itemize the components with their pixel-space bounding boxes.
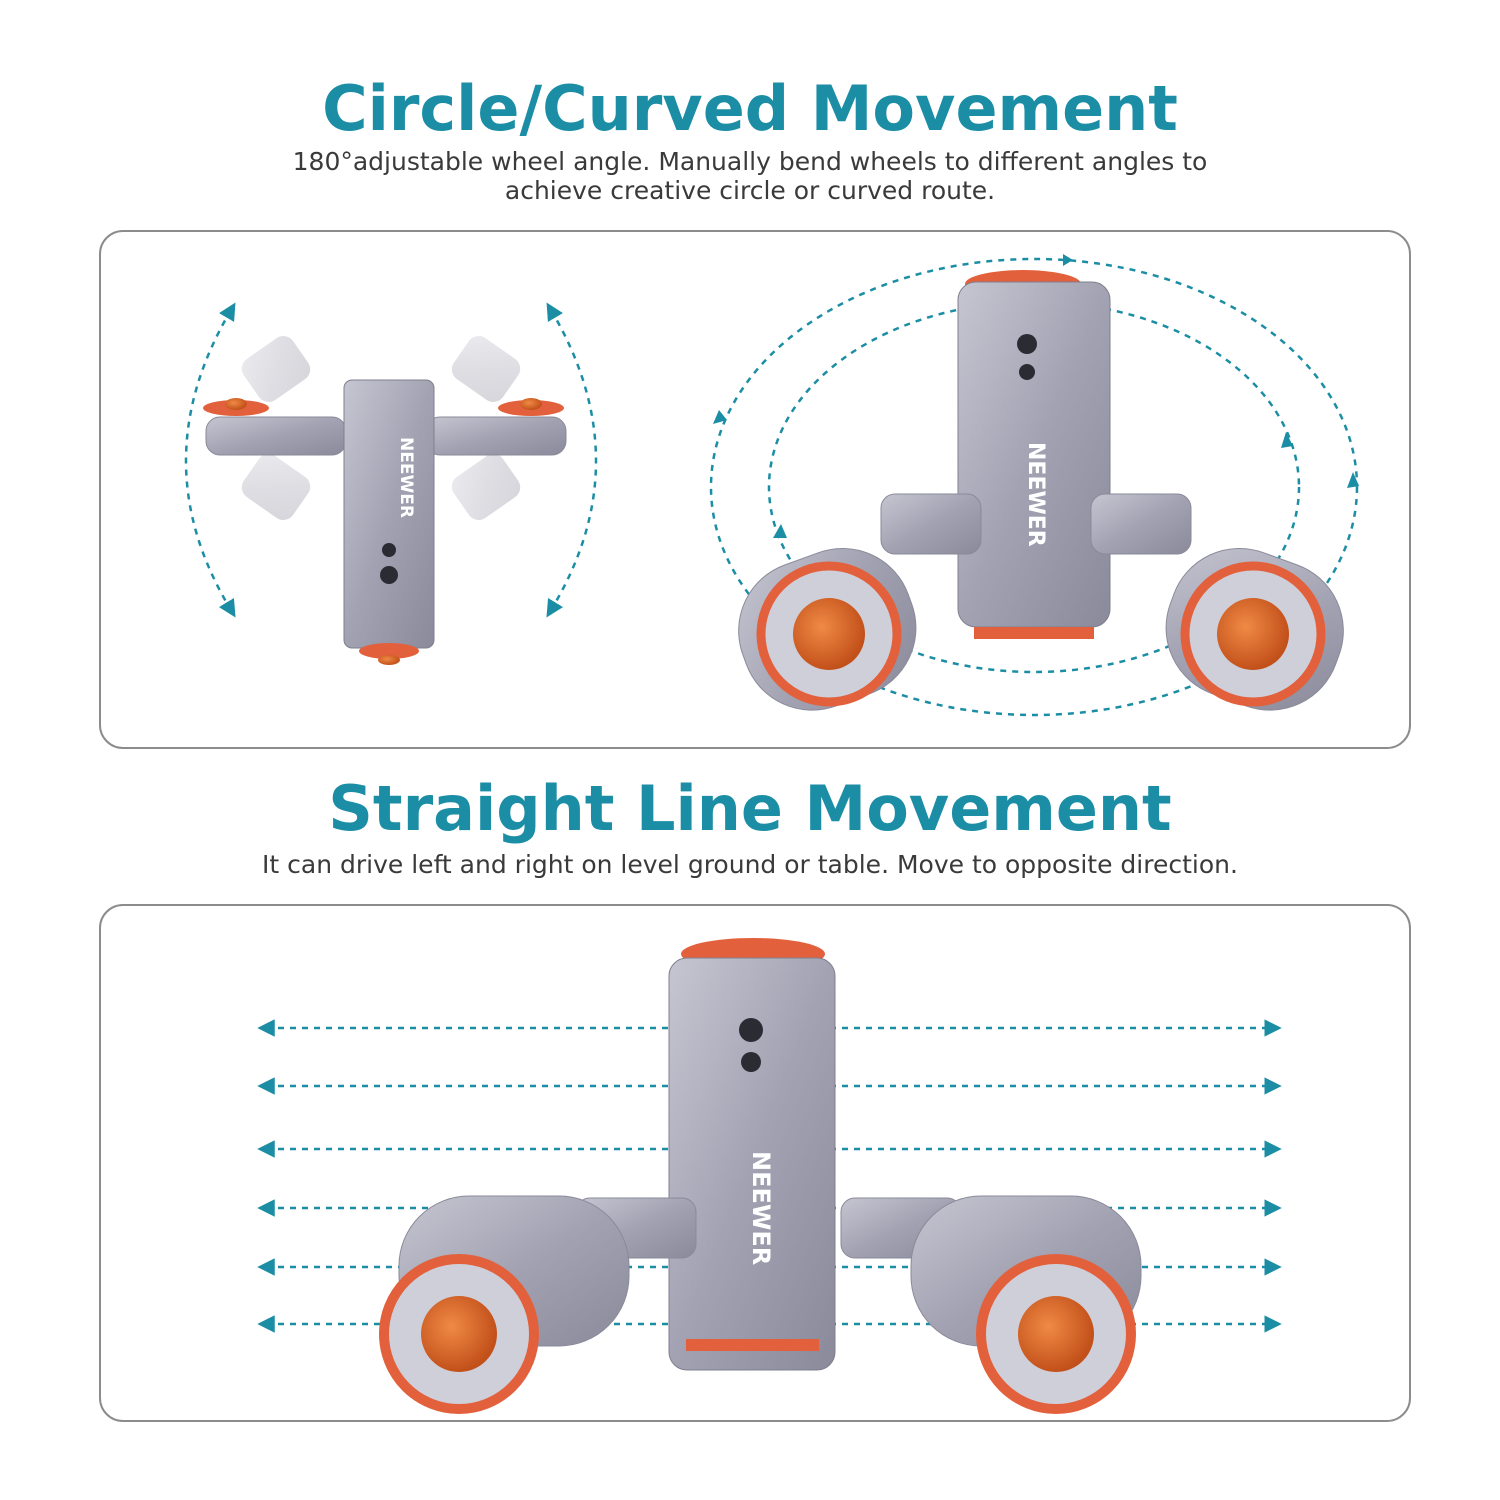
dolly-front: NEEWER [379,938,1142,1414]
dolly-topview: NEEWER [203,336,567,665]
curved-illustration: NEEWER NEEWER [184,254,1359,717]
curved-panel: NEEWER NEEWER [99,230,1411,749]
straight-title: Straight Line Movement [328,772,1172,845]
dolly-perspective: NEEWER [738,270,1344,711]
curved-subtitle-line2: achieve creative circle or curved route. [504,176,996,205]
straight-illustration: NEEWER [257,938,1282,1414]
brand-label-curved: NEEWER [1023,442,1048,547]
brand-label-straight: NEEWER [747,1151,775,1265]
curved-subtitle-line1: 180°adjustable wheel angle. Manually ben… [292,147,1208,176]
straight-subtitle: It can drive left and right on level gro… [262,850,1238,879]
rotate-arrow-right [546,302,598,618]
curved-title: Circle/Curved Movement [322,72,1178,145]
straight-panel: NEEWER [99,904,1411,1422]
rotate-arrow-left [184,302,236,618]
brand-label-small: NEEWER [396,437,416,518]
